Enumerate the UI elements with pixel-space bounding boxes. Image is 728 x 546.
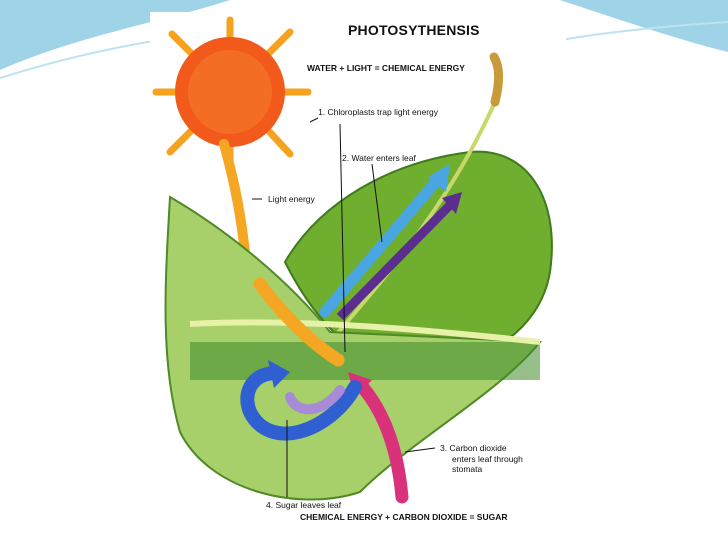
- label-leader-lines: [252, 117, 436, 497]
- label-step-2: 2. Water enters leaf: [342, 153, 416, 163]
- diagram-title: PHOTOSYTHENSIS: [348, 22, 480, 38]
- leaf-stem: [489, 52, 504, 107]
- arrow-light: [253, 277, 345, 367]
- diagram-illustration: [152, 16, 553, 504]
- arrow-sugar-inner: [285, 385, 345, 415]
- arrow-co2: [353, 377, 409, 504]
- photosynthesis-diagram: PHOTOSYTHENSIS WATER + LIGHT = CHEMICAL …: [150, 12, 566, 528]
- header-wave-right: [560, 0, 728, 52]
- equation-top: WATER + LIGHT = CHEMICAL ENERGY: [307, 63, 465, 73]
- label-step-4: 4. Sugar leaves leaf: [266, 500, 342, 510]
- arrow-chloroplast: [336, 196, 459, 321]
- arrow-sugar: [240, 366, 362, 441]
- sun-icon: [152, 16, 312, 166]
- epidermis-edge: [189, 319, 541, 345]
- label-step-1: 1. Chloroplasts trap light energy: [318, 107, 439, 117]
- header-wave-left: [0, 0, 230, 70]
- mesophyll-layer: [190, 342, 540, 380]
- arrow-water: [319, 171, 446, 318]
- equation-bottom: CHEMICAL ENERGY + CARBON DIOXIDE = SUGAR: [300, 512, 508, 522]
- label-light-energy: Light energy: [268, 194, 315, 204]
- label-step-3: 3. Carbon dioxide enters leaf through st…: [440, 443, 523, 474]
